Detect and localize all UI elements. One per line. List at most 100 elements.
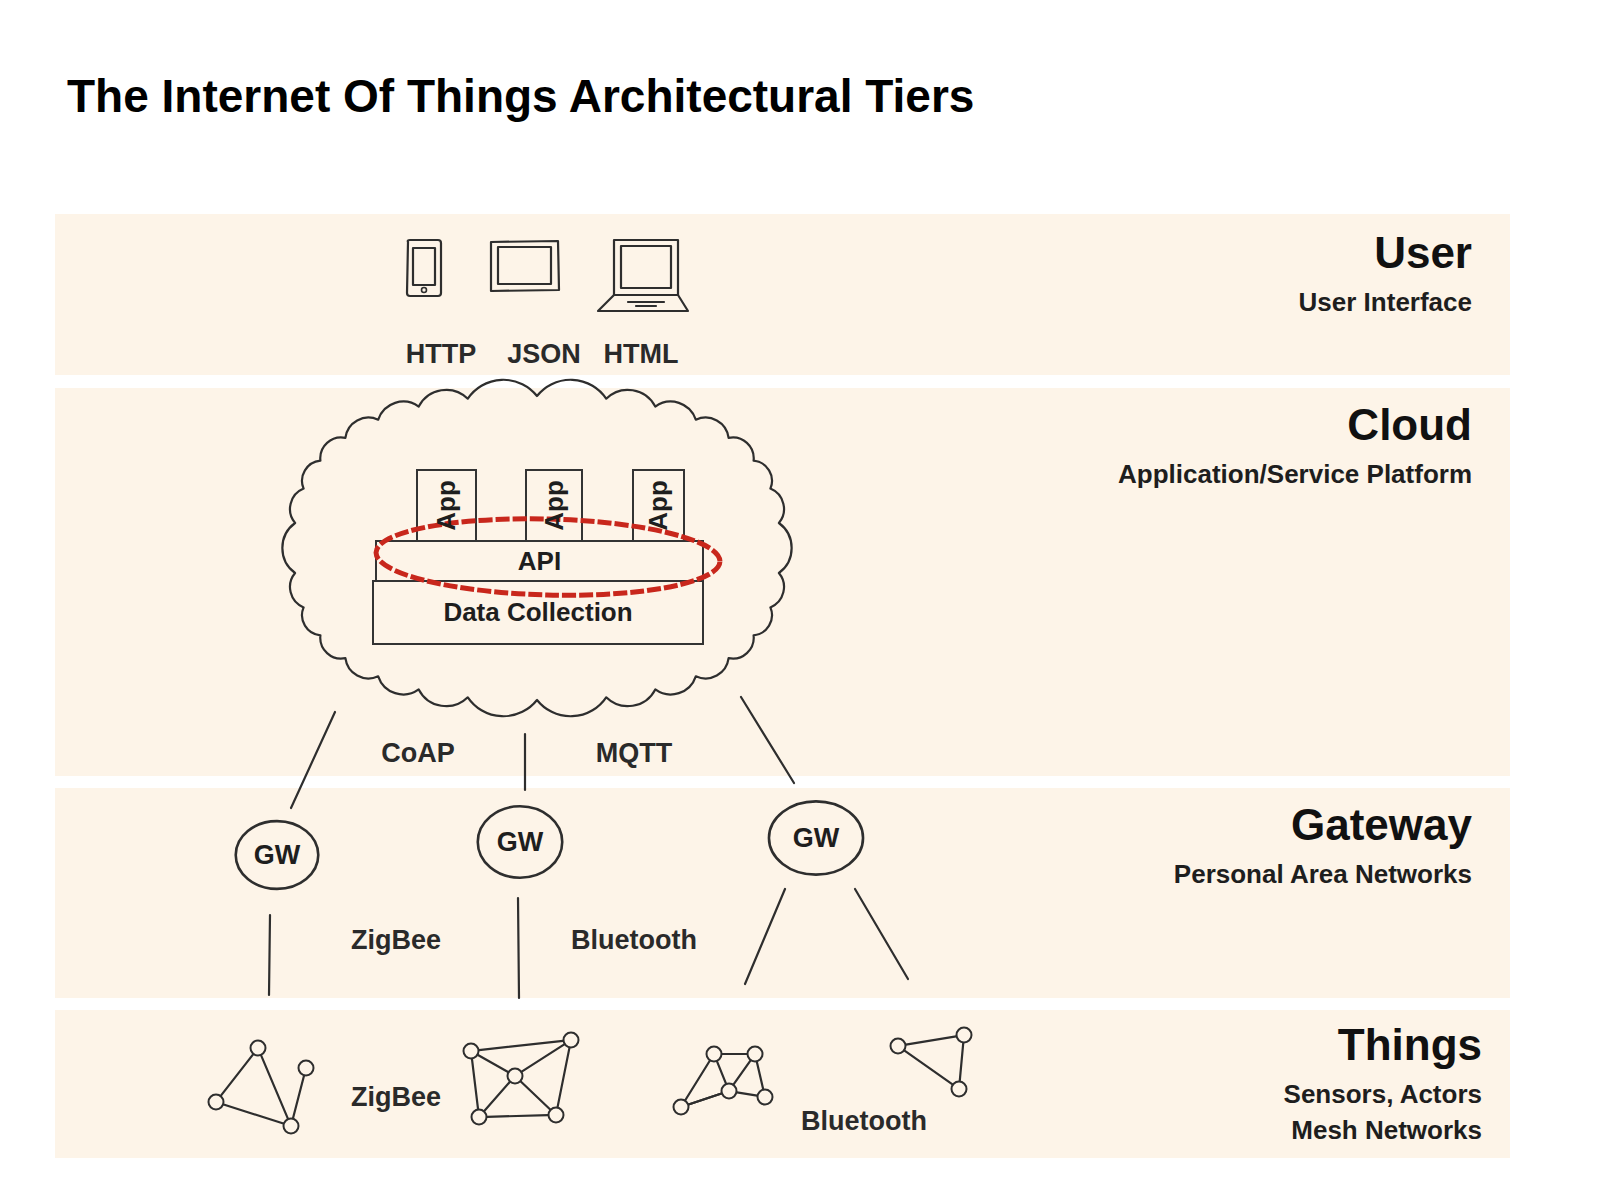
pan-line bbox=[269, 915, 270, 995]
tier-title: Gateway bbox=[1174, 800, 1472, 850]
tier-heading: UserUser Interface bbox=[1299, 228, 1472, 320]
layer-label: API bbox=[518, 546, 561, 577]
gateway-circle: GW bbox=[476, 804, 564, 880]
tier-title: Things bbox=[1246, 1020, 1482, 1070]
protocol-label: ZigBee bbox=[351, 1082, 441, 1113]
mesh-link bbox=[221, 1054, 253, 1095]
phone-icon bbox=[407, 240, 441, 296]
pan-line bbox=[855, 889, 908, 979]
mesh-link bbox=[261, 1055, 288, 1118]
tier-heading: ThingsSensors, Actors Mesh Networks bbox=[1246, 1020, 1482, 1148]
uplink-line bbox=[524, 734, 526, 790]
uplink-line bbox=[741, 697, 794, 783]
sensor-node bbox=[564, 1033, 579, 1048]
mesh-link bbox=[717, 1061, 726, 1083]
sensor-node bbox=[707, 1047, 722, 1062]
gateway-label: GW bbox=[254, 840, 301, 871]
mesh-link bbox=[472, 1059, 478, 1109]
layer-label: Data Collection bbox=[443, 597, 632, 628]
tier-band: UserUser Interface bbox=[55, 214, 1510, 375]
protocol-label: JSON bbox=[507, 339, 581, 370]
gateway-label: GW bbox=[497, 827, 544, 858]
laptop-keys bbox=[628, 302, 664, 306]
protocol-label: MQTT bbox=[596, 738, 672, 769]
sensor-node bbox=[891, 1039, 906, 1054]
tier-heading: GatewayPersonal Area Networks bbox=[1174, 800, 1472, 892]
sensor-node bbox=[284, 1119, 299, 1134]
phone-screen bbox=[413, 248, 435, 285]
tier-title: Cloud bbox=[1118, 400, 1472, 450]
sensor-node bbox=[952, 1082, 967, 1097]
app-box: App bbox=[632, 469, 685, 542]
layer-box: API bbox=[375, 540, 704, 582]
mesh-link bbox=[689, 1094, 722, 1105]
mesh-link bbox=[757, 1062, 763, 1089]
sensor-node bbox=[748, 1047, 763, 1062]
mesh-link bbox=[960, 1043, 964, 1081]
app-label: App bbox=[643, 480, 674, 531]
laptop-lid bbox=[614, 240, 678, 295]
tier-band: GatewayPersonal Area Networks GW GW GW bbox=[55, 788, 1510, 998]
protocol-label: CoAP bbox=[381, 738, 455, 769]
gateway-ellipse bbox=[478, 806, 562, 877]
sensor-node bbox=[549, 1108, 564, 1123]
mesh-link bbox=[906, 1036, 956, 1044]
tier-subtitle: Application/Service Platform bbox=[1118, 456, 1472, 492]
tier-subtitle: Sensors, Actors Mesh Networks bbox=[1246, 1076, 1482, 1148]
mesh-link bbox=[689, 1094, 722, 1105]
mesh-link bbox=[479, 1041, 563, 1050]
sensor-node bbox=[472, 1110, 487, 1125]
tablet-screen bbox=[498, 247, 551, 284]
sensor-node bbox=[758, 1090, 773, 1105]
protocol-label: Bluetooth bbox=[571, 925, 697, 956]
mesh-link bbox=[521, 1082, 550, 1110]
highlight-ellipse bbox=[375, 515, 721, 600]
sensor-node bbox=[251, 1041, 266, 1056]
gateway-label: GW bbox=[793, 823, 840, 854]
mesh-link bbox=[487, 1115, 548, 1117]
sensor-node bbox=[209, 1095, 224, 1110]
protocol-label: HTML bbox=[604, 339, 679, 370]
protocol-label: ZigBee bbox=[351, 925, 441, 956]
sensor-node bbox=[722, 1084, 737, 1099]
phone-button bbox=[422, 288, 427, 293]
gateway-circle: GW bbox=[767, 799, 865, 877]
laptop-screen bbox=[621, 246, 671, 288]
tier-title: User bbox=[1299, 228, 1472, 278]
app-box: App bbox=[525, 469, 583, 542]
tier-subtitle: Personal Area Networks bbox=[1174, 856, 1472, 892]
mesh-link bbox=[737, 1092, 757, 1095]
tablet-icon bbox=[491, 241, 559, 291]
mesh-link bbox=[293, 1076, 304, 1119]
mesh-link bbox=[734, 1061, 751, 1085]
mesh-link bbox=[905, 1051, 953, 1085]
cloud-outline bbox=[282, 380, 791, 716]
pan-line bbox=[518, 898, 519, 998]
mesh-link bbox=[224, 1104, 284, 1123]
mesh-link bbox=[522, 1044, 565, 1071]
layer-box: Data Collection bbox=[372, 580, 704, 645]
gateway-ellipse bbox=[769, 801, 863, 874]
protocol-label: Bluetooth bbox=[801, 1106, 927, 1137]
tier-band: ThingsSensors, Actors Mesh Networks bbox=[55, 1010, 1510, 1158]
mesh-link bbox=[685, 1061, 710, 1100]
tier-band: CloudApplication/Service PlatformAppAppA… bbox=[55, 388, 1510, 776]
app-label: App bbox=[431, 480, 462, 531]
mesh-link bbox=[484, 1082, 509, 1111]
tier-heading: CloudApplication/Service Platform bbox=[1118, 400, 1472, 492]
pan-line bbox=[745, 889, 785, 984]
protocol-label: HTTP bbox=[406, 339, 477, 370]
sensor-node bbox=[464, 1044, 479, 1059]
gateway-circle: GW bbox=[234, 819, 320, 891]
sensor-node bbox=[299, 1061, 314, 1076]
mesh-link bbox=[558, 1048, 570, 1107]
sensor-node bbox=[957, 1028, 972, 1043]
tier-subtitle: User Interface bbox=[1299, 284, 1472, 320]
uplink-line bbox=[291, 712, 335, 808]
diagram-title: The Internet Of Things Architectural Tie… bbox=[67, 68, 974, 124]
laptop-base bbox=[598, 295, 688, 311]
app-label: App bbox=[538, 480, 569, 531]
sensor-node bbox=[674, 1100, 689, 1115]
app-box: App bbox=[416, 469, 477, 542]
mesh-link bbox=[478, 1055, 508, 1072]
